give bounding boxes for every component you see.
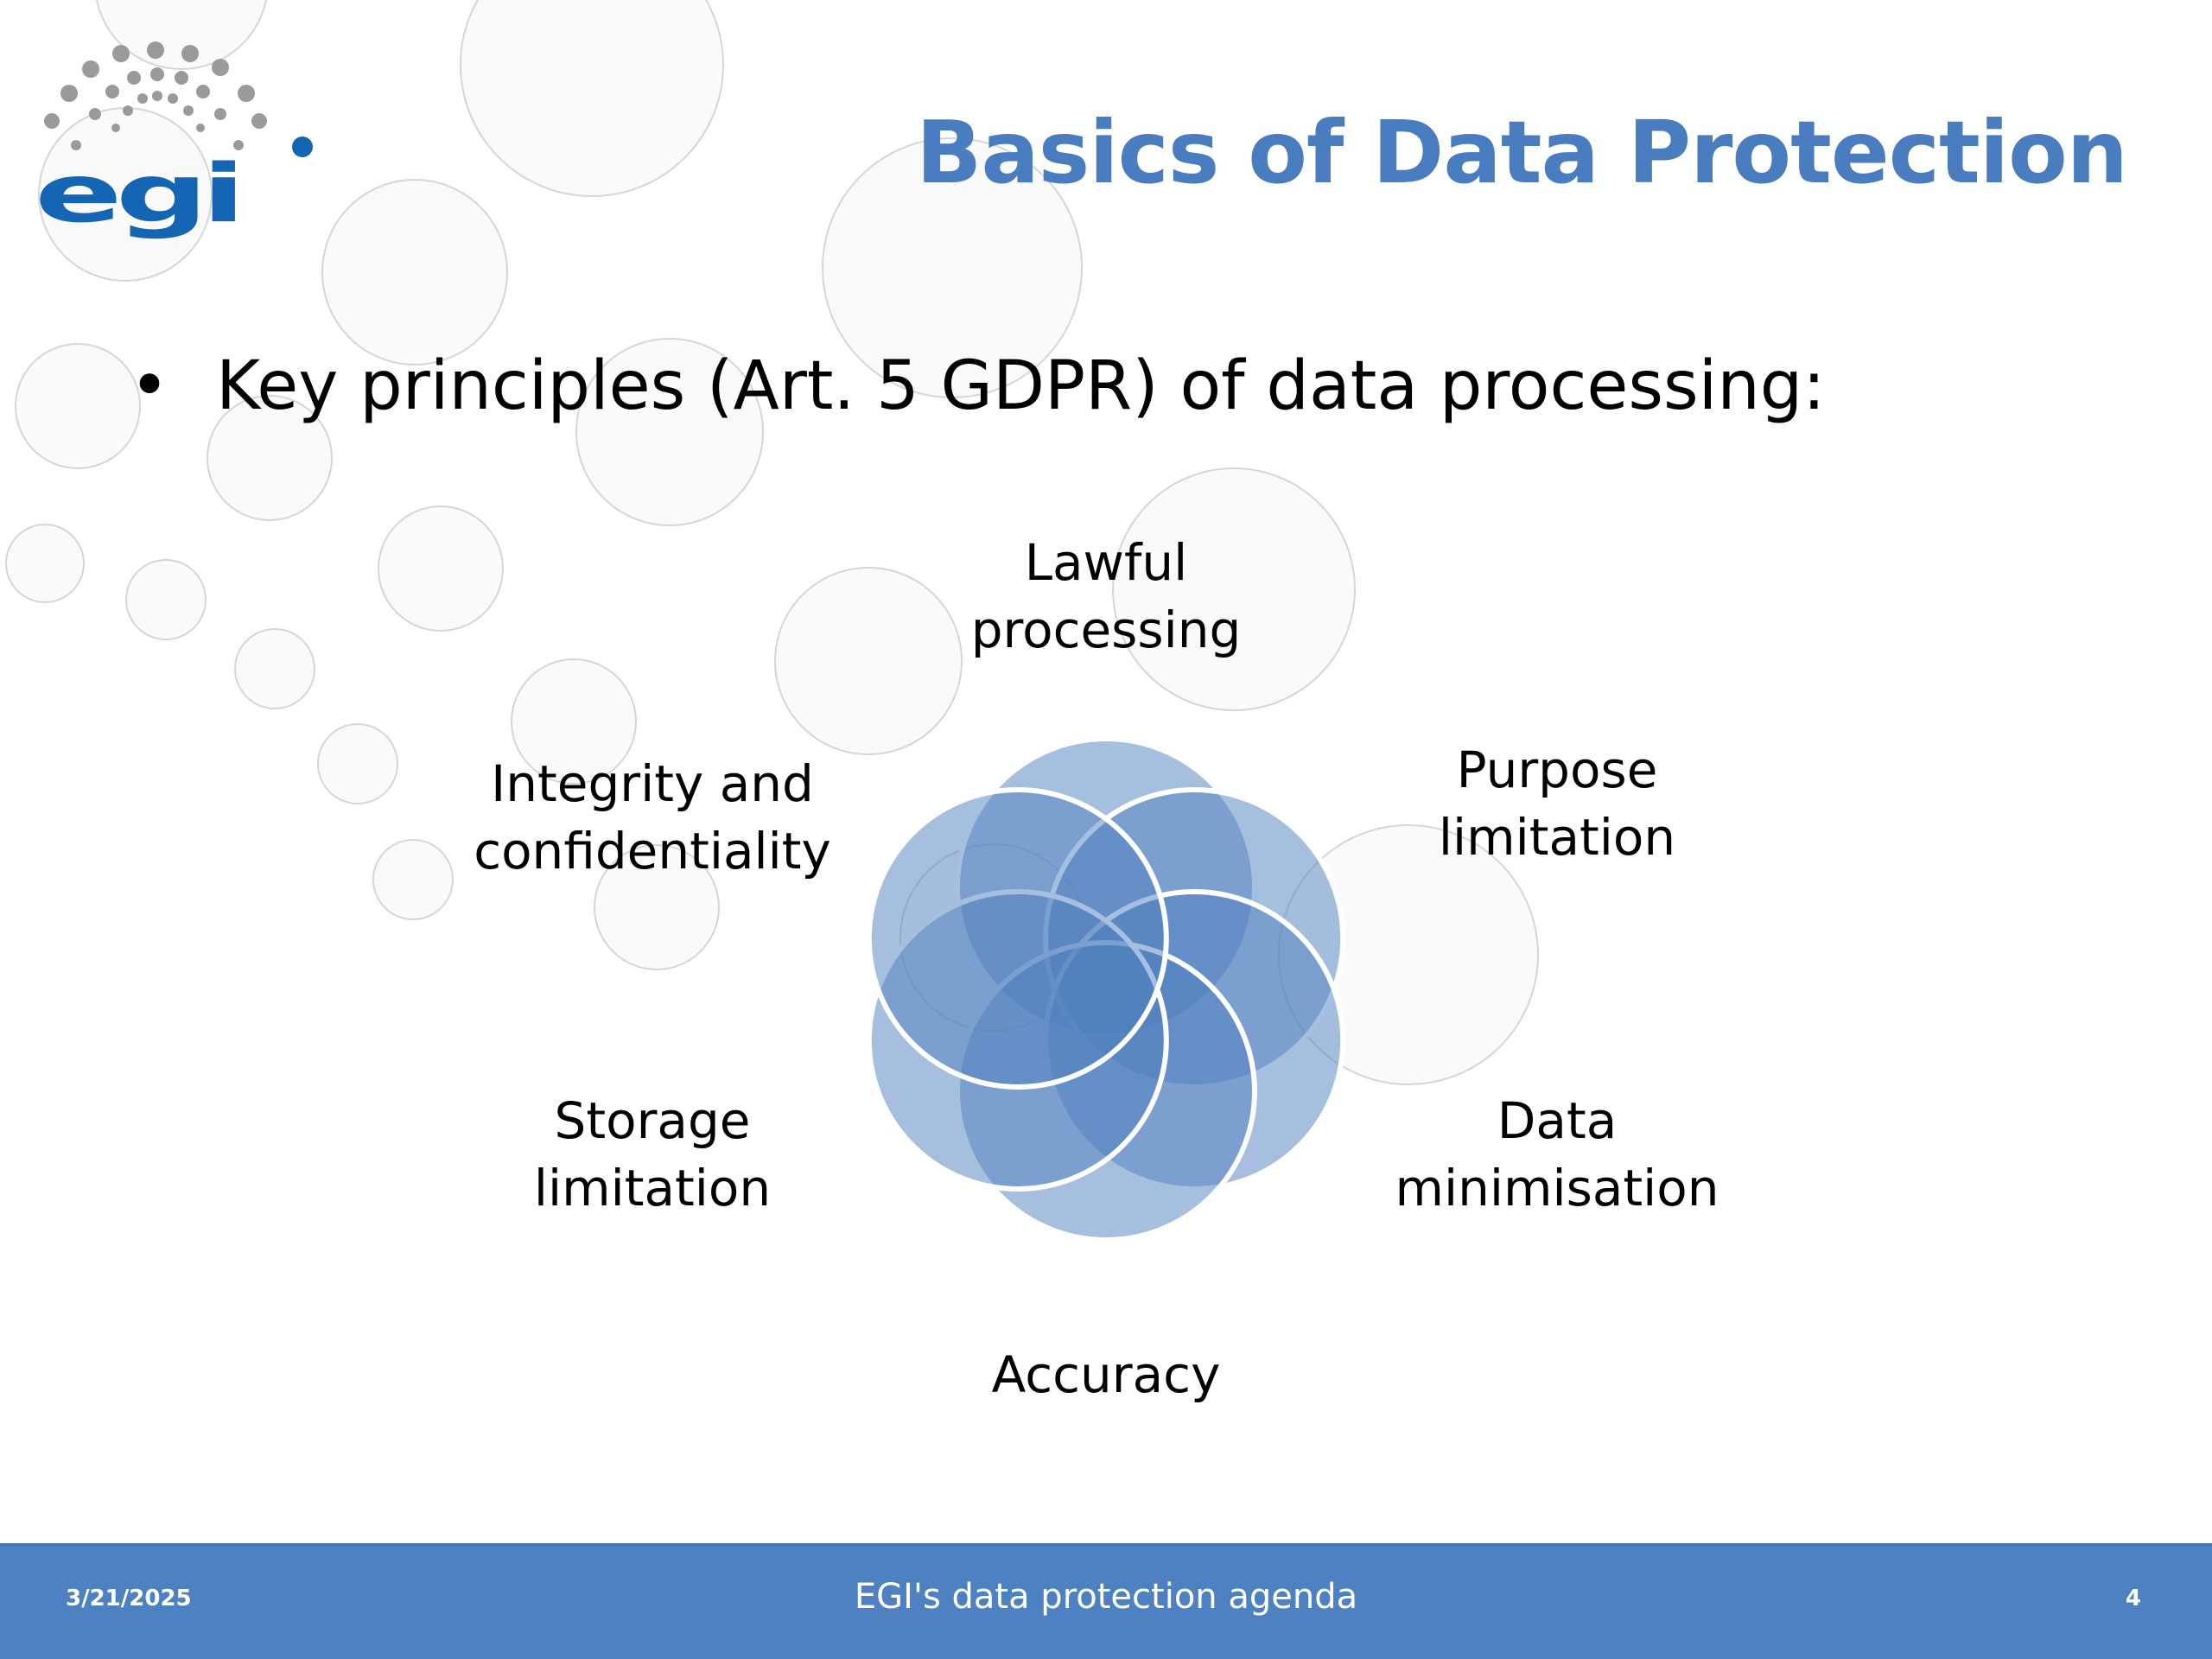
principle-accuracy: Accuracy (991, 1345, 1221, 1404)
principle-data-minimisation: Data minimisation (1395, 1091, 1719, 1217)
slide-title: Basics of Data Protection (916, 102, 2128, 203)
footer-bar: 3/21/2025 EGI's data protection agenda 4 (0, 1543, 2212, 1659)
bullet-text: Key principles (Art. 5 GDPR) of data pro… (216, 347, 1826, 425)
bullet-icon: • (130, 347, 170, 425)
footer-title: EGI's data protection agenda (854, 1577, 1358, 1617)
logo-text: egi (35, 147, 246, 241)
bullet-item: • Key principles (Art. 5 GDPR) of data pr… (130, 339, 1826, 434)
egi-logo (26, 35, 328, 268)
principle-purpose-limitation: Purpose limitation (1438, 741, 1676, 867)
petal-integrity-confidentiality (866, 787, 1169, 1090)
principle-integrity-confidentiality: Integrity and confidentiality (474, 754, 831, 880)
principles-flower-diagram (866, 736, 1346, 1243)
principle-storage-limitation: Storage limitation (533, 1091, 772, 1217)
logo-dots-icon (44, 41, 313, 157)
principle-lawful-processing: Lawful processing (970, 533, 1242, 659)
page-number: 4 (2125, 1586, 2141, 1611)
footer-date: 3/21/2025 (66, 1586, 192, 1611)
